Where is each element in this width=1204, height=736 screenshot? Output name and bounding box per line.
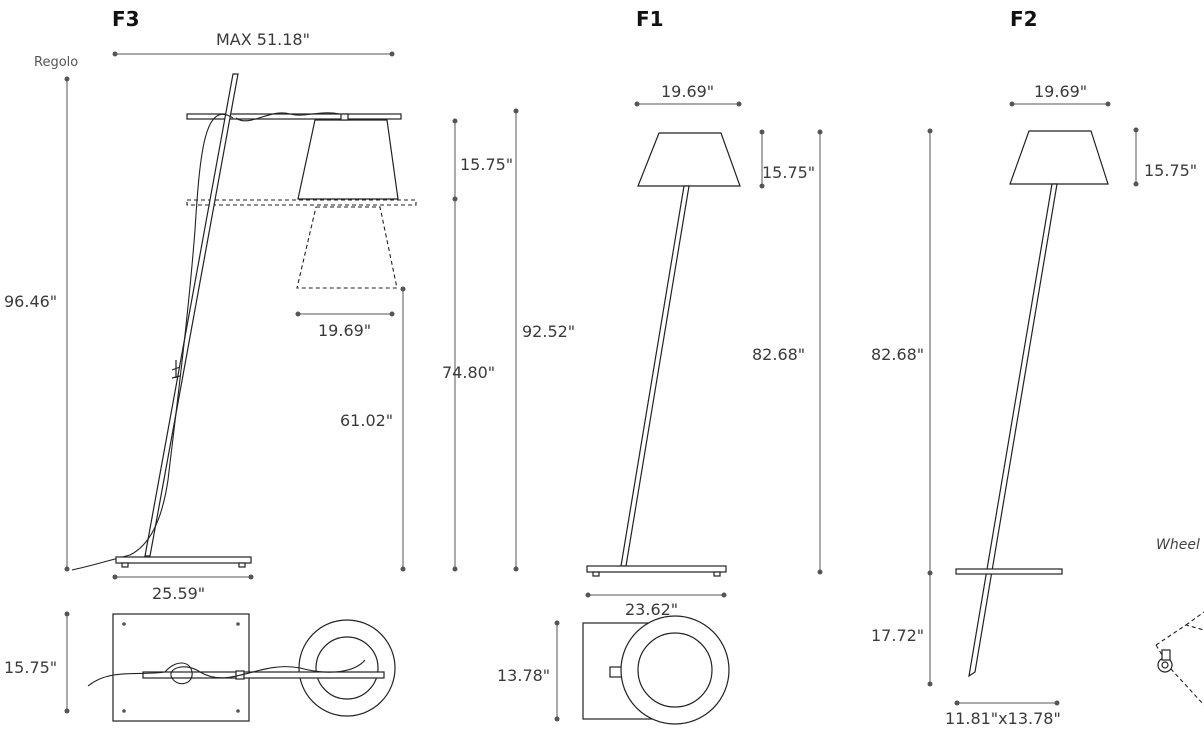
f2-dimensions: 19.69" 15.75" 82.68" 17.72" 11.81"x13.78…	[871, 82, 1197, 728]
f2-lamp-drawing	[955, 130, 1109, 678]
f1-shade	[637, 132, 741, 187]
f1-shade-inner-top	[637, 632, 713, 708]
f3-cord-top	[235, 112, 341, 122]
f1-top-view: 13.78"	[497, 615, 730, 725]
f3-arm-top	[142, 671, 385, 679]
f1-base-depth-label: 13.78"	[497, 666, 550, 685]
f1-base-width-label: 23.62"	[625, 600, 678, 619]
f3-lamp-drawing	[71, 73, 417, 571]
wheel-base-outline	[1155, 611, 1204, 706]
f3-foot-left	[121, 562, 129, 568]
f3-base-width-label: 25.59"	[152, 584, 205, 603]
f3-switch	[171, 360, 181, 379]
f1-foot-left	[592, 571, 600, 577]
f3-arm-lowered	[186, 199, 417, 206]
model-title-f3: F3	[112, 7, 140, 31]
f3-shade-lowered	[296, 206, 398, 289]
f2-shade-height-label: 15.75"	[1144, 161, 1197, 180]
f2-plate-size-label: 11.81"x13.78"	[945, 709, 1061, 728]
f2-ground-plate	[955, 568, 1063, 575]
f1-shade-height-label: 15.75"	[762, 163, 815, 182]
f2-shade	[1009, 130, 1109, 185]
f3-shade-height-label: 15.75"	[460, 155, 513, 174]
wheel-label: Wheel	[1156, 537, 1200, 553]
f1-stem	[620, 185, 690, 567]
f1-total-height-label: 82.68"	[752, 345, 805, 364]
f3-stem	[144, 73, 239, 557]
f3-shade-clip	[340, 113, 349, 121]
f2-stem-spike	[968, 183, 1058, 678]
f1-foot-right	[713, 571, 721, 577]
f3-dimensions: MAX 51.18" 96.46" 19.69" 61.02" 15.75" 7…	[4, 30, 575, 603]
f3-cord-top-view	[87, 659, 366, 687]
wheel-fork	[1161, 649, 1171, 661]
f3-height-74-label: 74.80"	[442, 363, 495, 382]
f3-shade-diameter-label: 19.69"	[318, 321, 371, 340]
regolo-label: Regolo	[34, 55, 78, 70]
f3-cord	[71, 113, 234, 571]
f1-dimensions: 19.69" 15.75" 82.68" 23.62"	[585, 82, 823, 619]
f3-base	[115, 556, 252, 564]
f3-total-height-label: 96.46"	[4, 292, 57, 311]
f3-shade	[297, 119, 399, 200]
model-title-f1: F1	[636, 7, 664, 31]
f3-arm	[186, 113, 402, 120]
f3-height-92-label: 92.52"	[522, 322, 575, 341]
f1-lamp-drawing	[586, 132, 741, 577]
f3-shade-inner-top	[315, 636, 379, 700]
f3-height-61-label: 61.02"	[340, 411, 393, 430]
model-title-f2: F2	[1010, 7, 1038, 31]
f3-top-view: 15.75"	[4, 611, 396, 722]
f1-shade-diameter-label: 19.69"	[661, 82, 714, 101]
f3-base-depth-label: 15.75"	[4, 658, 57, 677]
f2-shade-diameter-label: 19.69"	[1034, 82, 1087, 101]
f2-total-height-label: 82.68"	[871, 345, 924, 364]
f3-foot-right	[238, 562, 246, 568]
f3-max-width-label: MAX 51.18"	[216, 30, 310, 49]
f2-spike-length-label: 17.72"	[871, 626, 924, 645]
f1-base	[586, 565, 727, 573]
wheel-detail	[1155, 611, 1204, 706]
